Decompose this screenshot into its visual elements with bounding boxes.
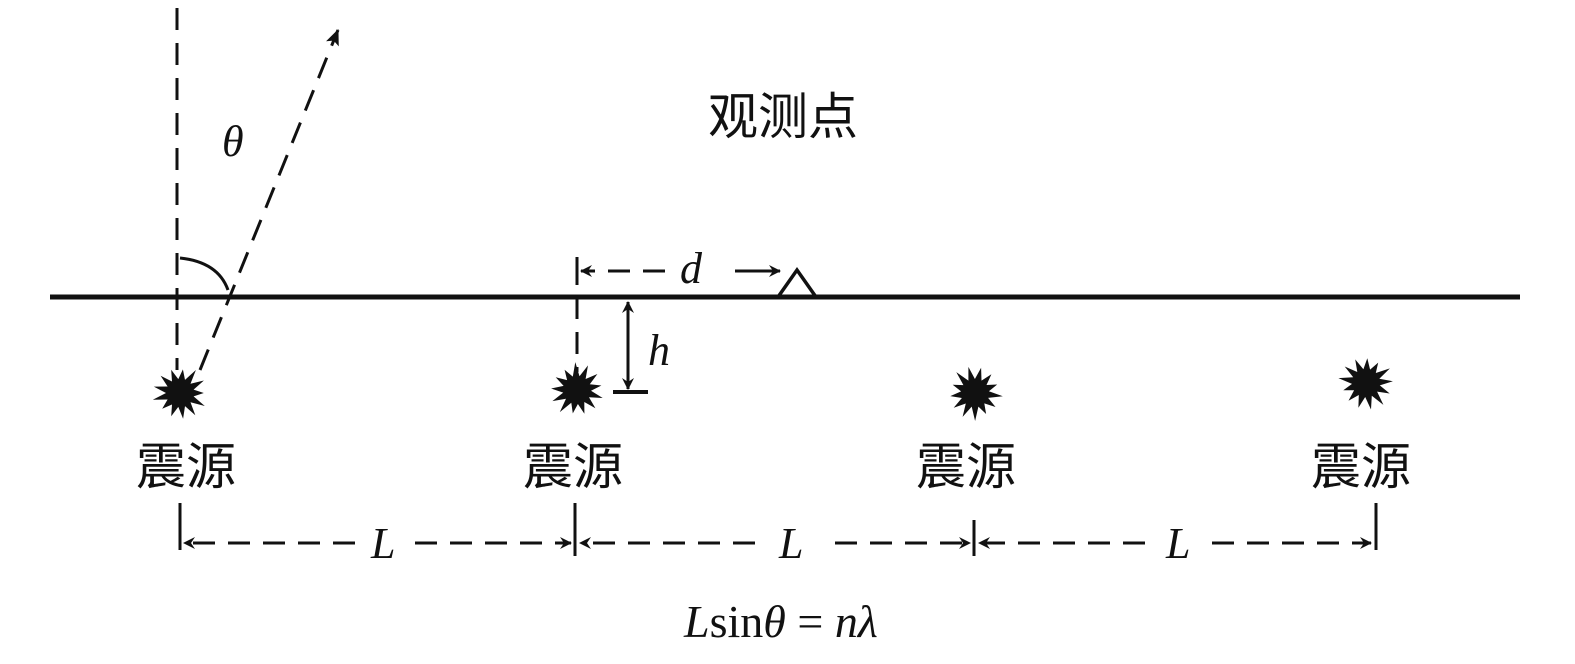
source-label: 震源	[1311, 438, 1411, 496]
sources-layer	[152, 358, 1393, 421]
wave-direction-arrow	[198, 28, 340, 371]
source-label: 震源	[136, 438, 236, 496]
source-starburst-icon	[1338, 358, 1393, 410]
source-starburst-icon	[950, 366, 1003, 421]
theta-label: θ	[222, 117, 244, 166]
source-starburst-icon	[551, 362, 603, 414]
source-label: 震源	[916, 438, 1016, 496]
observation-point-label: 观测点	[708, 88, 858, 146]
d-label: d	[680, 244, 703, 293]
formula: Lsinθ = nλ	[683, 596, 878, 647]
h-label: h	[648, 326, 670, 375]
source-starburst-icon	[152, 369, 205, 419]
theta-angle-arc	[179, 256, 230, 291]
observation-point-marker	[776, 266, 818, 299]
spacing-label-2: L	[778, 519, 803, 568]
spacing-label-1: L	[370, 519, 395, 568]
spacing-label-3: L	[1165, 519, 1190, 568]
source-label: 震源	[523, 438, 623, 496]
